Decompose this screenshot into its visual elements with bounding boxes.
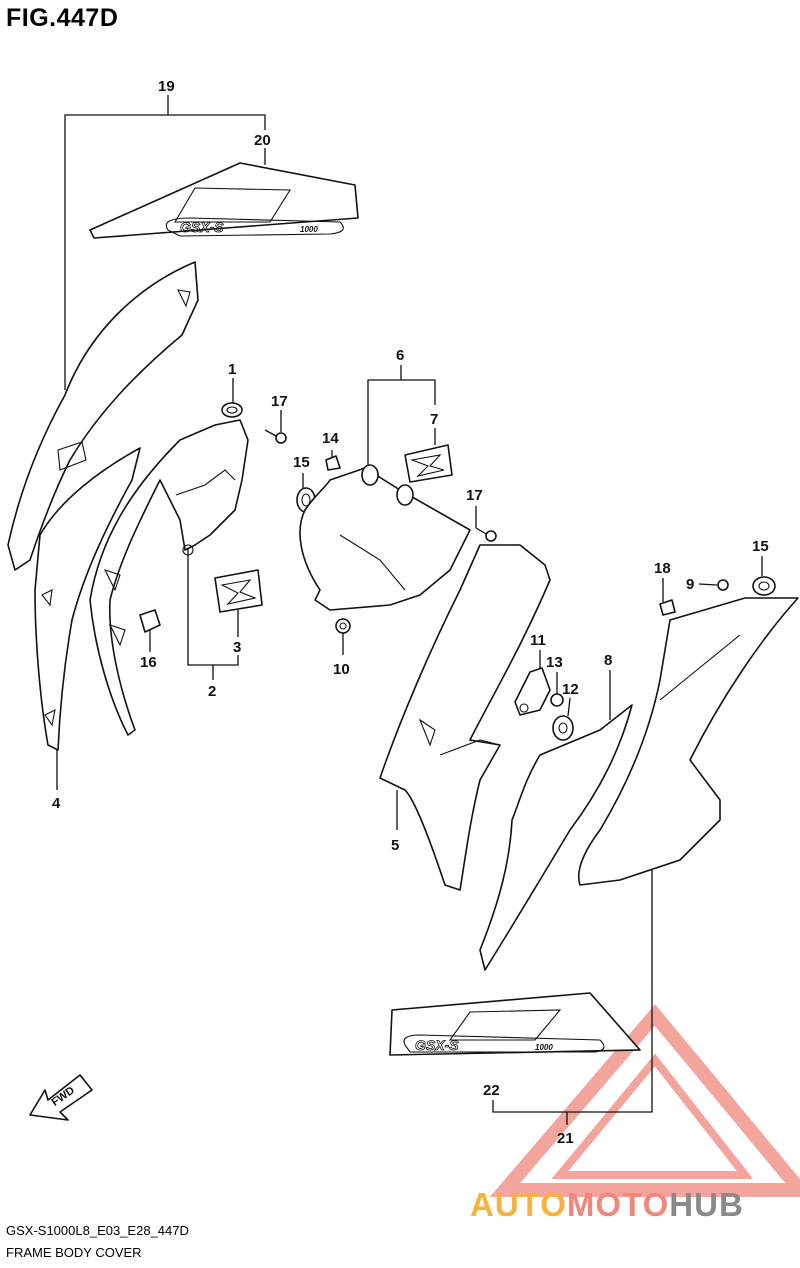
part-9-bolt (717, 579, 729, 591)
callout-6: 6 (396, 347, 404, 364)
callout-8: 8 (604, 652, 612, 669)
figure-title: FIG.447D (6, 4, 119, 32)
part-8-side-cover (479, 704, 633, 971)
callout-22: 22 (483, 1082, 500, 1099)
callout-7: 7 (430, 411, 438, 428)
callout-15a: 15 (293, 454, 310, 471)
callout-15b: 15 (752, 538, 769, 555)
part-12-grommet (552, 715, 574, 741)
part-16-cushion (139, 609, 161, 633)
brand-part-hub: HUB (669, 1186, 744, 1223)
diagram-name: FRAME BODY COVER (6, 1245, 142, 1260)
part-11-bracket (514, 667, 551, 716)
part-7-emblem (404, 444, 453, 483)
callout-17a: 17 (271, 393, 288, 410)
decal-lower-sub: 1000 (535, 1043, 553, 1052)
decal-upper-sub: 1000 (300, 225, 318, 234)
callout-9: 9 (686, 576, 694, 593)
leader-lines (56, 95, 763, 1125)
callout-16: 16 (140, 654, 157, 671)
fwd-arrow-icon: FWD (29, 1074, 93, 1121)
decal-upper-text: GSX-S (180, 219, 224, 235)
callout-5: 5 (391, 837, 399, 854)
part-2-inner-piece (89, 419, 249, 736)
callout-2: 2 (208, 683, 216, 700)
callout-1: 1 (228, 361, 236, 378)
callout-21: 21 (557, 1130, 574, 1147)
callout-19: 19 (158, 78, 175, 95)
brand-part-moto: MOTO (566, 1186, 670, 1223)
part-15-grommet-b (752, 576, 776, 596)
part-17-screw-a (264, 429, 287, 444)
callout-labels: 19 20 1 17 6 7 14 15 17 15 18 9 3 11 16 … (52, 78, 769, 1147)
callout-17b: 17 (466, 487, 483, 504)
watermark-brand: AUTOMOTOHUB (470, 1186, 744, 1224)
part-21-right-cover (578, 597, 799, 886)
callout-14: 14 (322, 430, 339, 447)
callout-10: 10 (333, 661, 350, 678)
callout-4: 4 (52, 795, 61, 812)
callout-12: 12 (562, 681, 579, 698)
part-6-center-cover (299, 464, 471, 611)
callout-11: 11 (530, 632, 546, 649)
callout-3: 3 (233, 639, 241, 656)
callout-20: 20 (254, 132, 271, 149)
brand-part-auto: AUTO (470, 1186, 567, 1223)
part-1-grommet (221, 402, 243, 418)
watermark-logo-icon (489, 1004, 800, 1197)
decal-lower-text: GSX-S (415, 1037, 459, 1053)
part-3-emblem (214, 569, 263, 613)
part-4-side-cover (7, 261, 199, 751)
part-22-decal: GSX-S 1000 (389, 992, 641, 1056)
callout-18: 18 (654, 560, 671, 577)
callout-13: 13 (546, 654, 563, 671)
part-10-bolt (335, 618, 351, 634)
diagram-code: GSX-S1000L8_E03_E28_447D (6, 1223, 189, 1238)
part-17-screw-b (475, 527, 497, 542)
part-20-decal: GSX-S 1000 (89, 162, 359, 239)
part-5-front-cover (379, 544, 551, 891)
part-14-clip (325, 455, 341, 471)
part-18-nut (659, 599, 676, 616)
